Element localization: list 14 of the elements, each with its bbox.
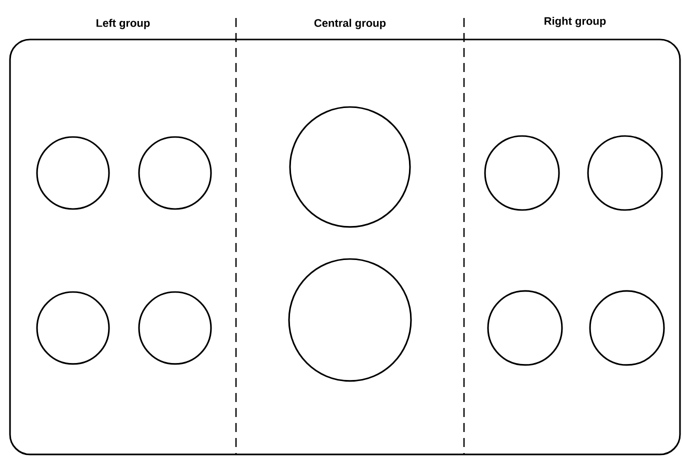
circle xyxy=(36,136,110,210)
outer-frame xyxy=(9,38,681,456)
group-heading: Left group xyxy=(96,18,150,30)
circle xyxy=(289,106,411,228)
circle xyxy=(587,135,663,211)
circle xyxy=(589,290,665,366)
circle xyxy=(138,291,212,365)
group-heading: Right group xyxy=(544,16,606,28)
circle xyxy=(138,136,212,210)
circle xyxy=(484,135,560,211)
circle xyxy=(288,258,412,382)
circle xyxy=(487,290,563,366)
circle xyxy=(36,291,110,365)
group-heading: Central group xyxy=(314,18,386,30)
